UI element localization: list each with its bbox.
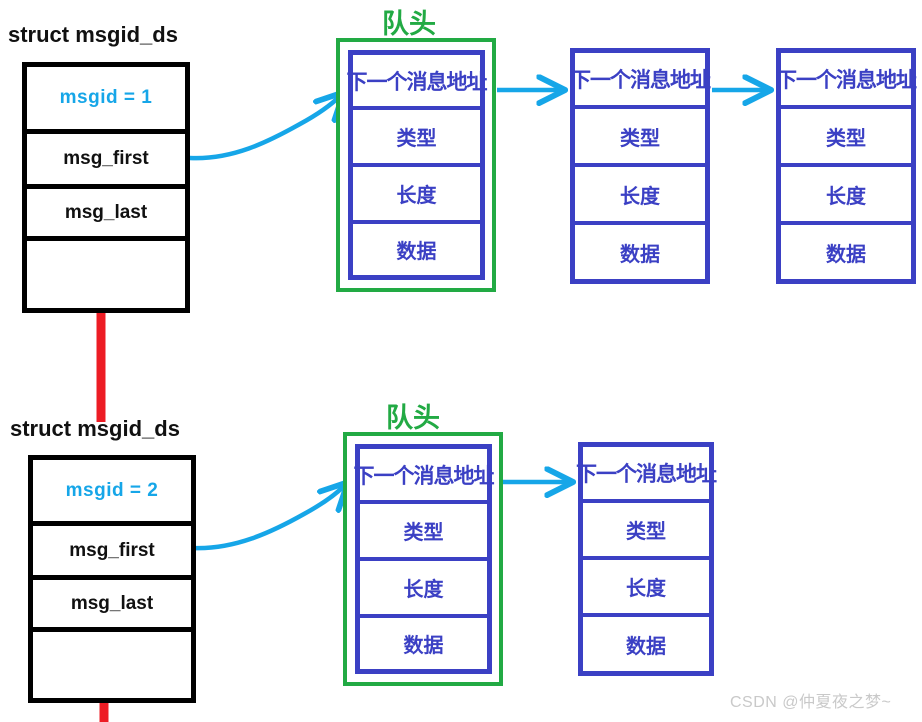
msg-first-curve-1 [187, 96, 340, 161]
msg-row-type: 类型 [353, 110, 480, 167]
msg-row-next-address: 下一个消息地址 [776, 53, 917, 109]
message-node-1-3: 下一个消息地址 类型 长度 数据 [776, 48, 917, 284]
struct-row-msg-last-2: msg_last [33, 580, 191, 632]
struct-row-msg-first-2: msg_first [33, 526, 191, 580]
message-node-1-1: 下一个消息地址 类型 长度 数据 [347, 50, 488, 280]
msg-row-data: 数据 [583, 617, 709, 671]
struct-row-empty-2 [33, 632, 191, 698]
msg-row-type: 类型 [575, 109, 705, 167]
message-node-2-1: 下一个消息地址 类型 长度 数据 [354, 444, 495, 674]
msg-row-type: 类型 [781, 109, 911, 167]
msg-row-next-address: 下一个消息地址 [354, 449, 495, 504]
msg-row-type: 类型 [583, 503, 709, 560]
struct-box-1: msgid = 1 msg_first msg_last [22, 62, 190, 313]
msg-row-data: 数据 [353, 224, 480, 275]
msg-row-next-address: 下一个消息地址 [570, 53, 711, 109]
msg-row-length: 长度 [575, 167, 705, 225]
struct-title-2: struct msgid_ds [10, 416, 180, 441]
msg-row-length: 长度 [583, 560, 709, 617]
msg-row-type: 类型 [360, 504, 487, 561]
struct-row-msgid-2: msgid = 2 [33, 460, 191, 526]
csdn-watermark: CSDN @仲夏夜之梦~ [730, 694, 892, 711]
msg-row-data: 数据 [575, 225, 705, 279]
struct-row-msg-first-1: msg_first [27, 134, 185, 189]
queue-head-label-1: 队头 [382, 9, 436, 39]
struct-box-2: msgid = 2 msg_first msg_last [28, 455, 196, 703]
message-node-2-2: 下一个消息地址 类型 长度 数据 [576, 442, 717, 676]
msg-row-length: 长度 [360, 561, 487, 618]
msg-row-length: 长度 [781, 167, 911, 225]
msg-row-data: 数据 [781, 225, 911, 279]
msg-first-curve-2 [189, 486, 344, 551]
msg-row-length: 长度 [353, 167, 480, 224]
msg-row-next-address: 下一个消息地址 [347, 55, 488, 110]
struct-title-1: struct msgid_ds [8, 22, 178, 47]
msg-row-next-address: 下一个消息地址 [576, 447, 717, 503]
msg-row-data: 数据 [360, 618, 487, 669]
struct-row-msg-last-1: msg_last [27, 189, 185, 241]
struct-row-msgid-1: msgid = 1 [27, 67, 185, 134]
struct-row-empty-1 [27, 241, 185, 308]
queue-head-label-2: 队头 [386, 403, 440, 433]
message-node-1-2: 下一个消息地址 类型 长度 数据 [570, 48, 711, 284]
